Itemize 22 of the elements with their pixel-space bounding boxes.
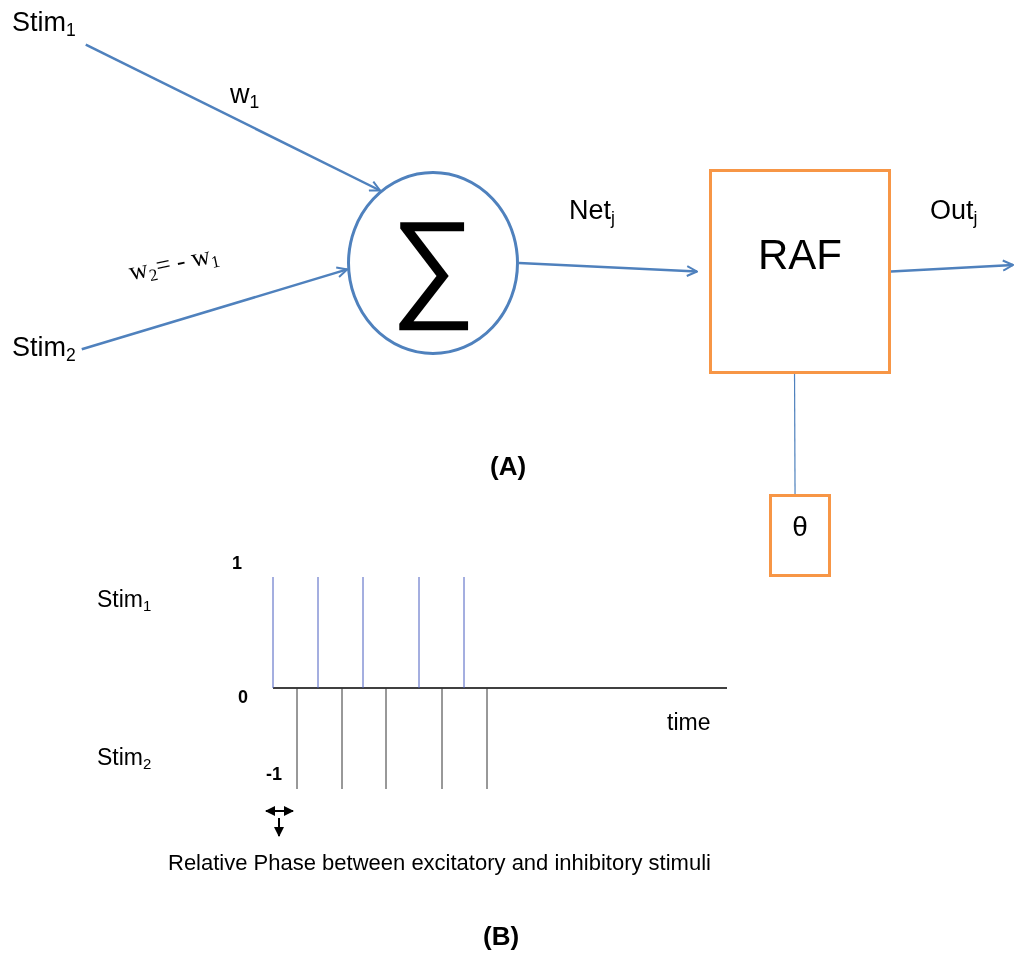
activation-function-box: RAF (709, 169, 891, 374)
edge-label: Net$_{j}$ (569, 196, 615, 229)
arrow (890, 259, 1014, 273)
caption-text: Relative Phase between excitatory and inhibitory stimuli (168, 851, 711, 876)
panel-label: (A) (490, 452, 527, 481)
panel-label: (B) (483, 922, 520, 951)
connector-line (793, 373, 796, 495)
arrow (518, 261, 698, 277)
input-label: Stim$_{1}$ (12, 8, 76, 41)
edge-label: w$_{1}$ (230, 80, 260, 113)
arrow (85, 43, 382, 192)
input-label: Stim$_{2}$ (12, 333, 76, 366)
axis-tick-label: -1 (266, 765, 282, 785)
edge-label: Out$_{j}$ (930, 196, 978, 229)
signal-label: Stim$_{2}$ (97, 745, 152, 773)
signal-label: Stim$_{1}$ (97, 587, 152, 615)
axis-tick-label: 1 (232, 554, 242, 574)
summation-node: ∑ (347, 171, 519, 355)
arrow (81, 266, 349, 351)
axis-tick-label: 0 (238, 688, 248, 708)
threshold-box: θ (769, 494, 831, 577)
axis-label: time (667, 710, 711, 736)
